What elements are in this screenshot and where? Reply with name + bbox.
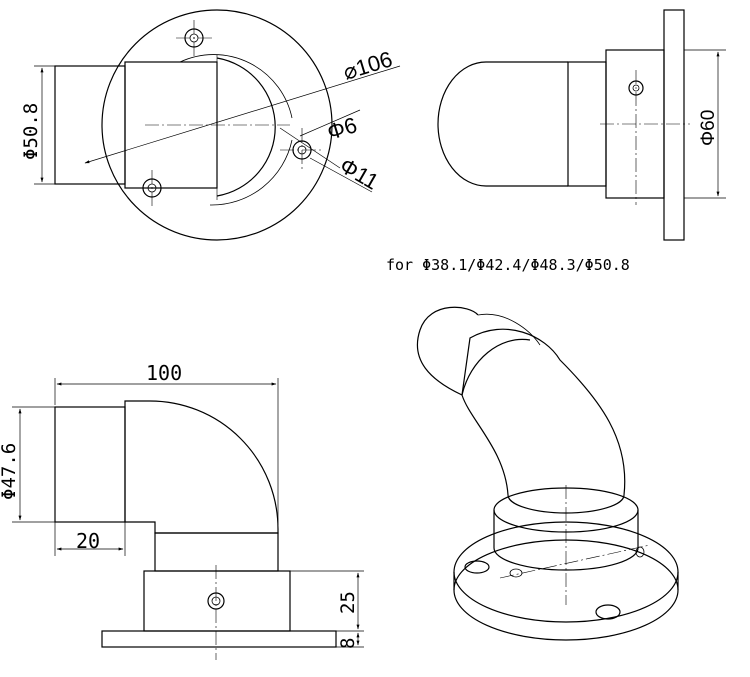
top-view: Φ50.8 ⌀106 Φ6 Φ11: [20, 9, 401, 241]
dim-d-11: Φ11: [336, 153, 383, 195]
isometric-view: [416, 306, 679, 641]
base-collar: [143, 570, 291, 632]
iso-hole-front: [595, 604, 621, 620]
size-note: for Φ38.1/Φ42.4/Φ48.3/Φ50.8: [386, 256, 630, 274]
dim-len-20: 20: [76, 529, 100, 553]
iso-hole-left: [464, 560, 490, 574]
dim-len-25: 25: [337, 591, 359, 614]
flange-plate: [663, 9, 685, 241]
dim-d-60: Φ60: [698, 110, 719, 146]
pipe-outer: [54, 65, 126, 185]
dim-d-6: Φ6: [324, 112, 360, 145]
flange-circle: [101, 9, 333, 241]
dim-d-47-6: Φ47.6: [0, 443, 20, 500]
front-view: 100 Φ47.6 20 25 8: [0, 361, 364, 660]
dim-len-100: 100: [146, 361, 182, 385]
iso-elbow: [461, 328, 626, 496]
dim-d-106: ⌀106: [340, 46, 395, 85]
base-plate: [101, 630, 337, 648]
side-view: Φ60: [437, 9, 726, 241]
pipe-end: [54, 406, 126, 523]
dim-len-8: 8: [337, 638, 359, 649]
dim-d-50-8: Φ50.8: [20, 103, 42, 160]
